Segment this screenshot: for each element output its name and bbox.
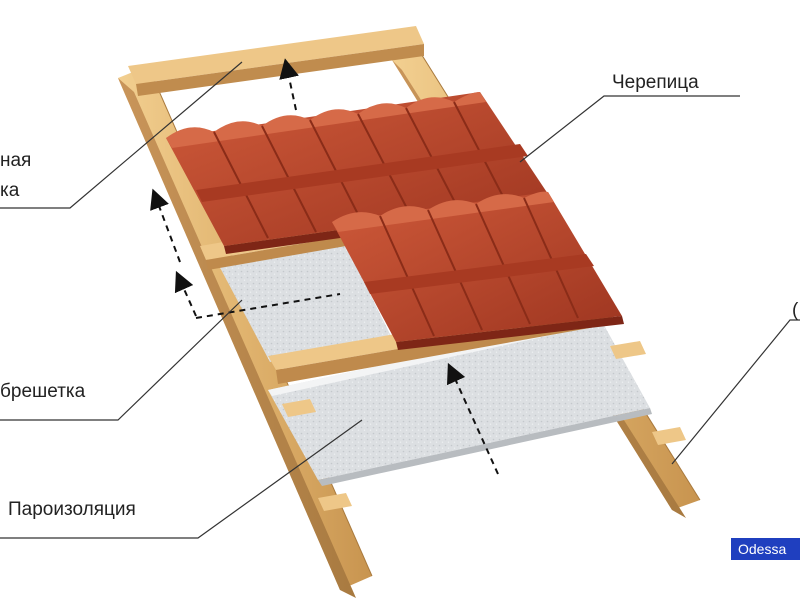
label-vapor-barrier: Пароизоляция: [8, 499, 136, 520]
label-tile: Черепица: [612, 72, 699, 93]
label-counter-batten-bottom: ка: [0, 180, 20, 201]
top-counter-batten: [128, 26, 424, 96]
leader-lines: [0, 61, 800, 539]
label-counter-batten-top: ная: [0, 150, 32, 171]
label-batten: брешетка: [0, 381, 86, 402]
label-right-marker: (: [792, 300, 799, 321]
upper-membrane: [216, 234, 392, 362]
roof-tiles-lower: [332, 191, 624, 350]
airflow-arrows: [150, 58, 499, 475]
watermark-badge: Odessa: [731, 538, 800, 560]
